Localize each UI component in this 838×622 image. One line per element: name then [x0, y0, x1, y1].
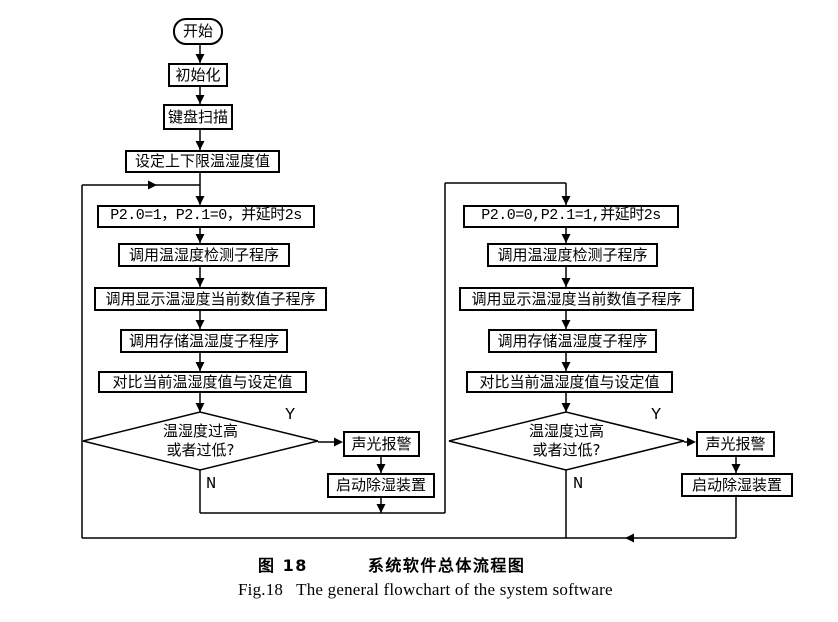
call-detect-left-node: 调用温湿度检测子程序 [118, 243, 290, 267]
decision-left-node: 温湿度过高 或者过低? [162, 422, 238, 459]
figure-caption-en: Fig.18 The general flowchart of the syst… [238, 580, 613, 600]
p2-config-left-node: P2.0=1，P2.1=0，并延时2s [97, 205, 315, 228]
call-store-right-node: 调用存储温湿度子程序 [488, 329, 657, 353]
dehumidifier-left-node: 启动除湿装置 [327, 473, 435, 498]
figure-number-zh: 图 18 [258, 556, 308, 575]
no-label-left: N [206, 475, 217, 494]
dehumidifier-right-node: 启动除湿装置 [681, 473, 793, 497]
decision-right-node: 温湿度过高 或者过低? [528, 422, 604, 459]
keyboard-scan-node: 键盘扫描 [163, 104, 233, 130]
call-detect-right-node: 调用温湿度检测子程序 [487, 243, 658, 267]
figure-title-zh: 系统软件总体流程图 [367, 556, 526, 575]
yes-label-left: Y [285, 406, 296, 425]
compare-left-node: 对比当前温湿度值与设定值 [98, 371, 307, 393]
figure-caption-zh: 图 18 系统软件总体流程图 [258, 552, 525, 576]
no-label-right: N [573, 475, 584, 494]
p2-config-right-node: P2.0=0,P2.1=1,并延时2s [463, 205, 679, 228]
alarm-left-node: 声光报警 [343, 431, 420, 457]
call-display-left-node: 调用显示温湿度当前数值子程序 [94, 287, 327, 311]
start-node: 开始 [173, 18, 223, 45]
set-limits-node: 设定上下限温湿度值 [125, 150, 280, 173]
alarm-right-node: 声光报警 [696, 431, 775, 457]
call-display-right-node: 调用显示温湿度当前数值子程序 [459, 287, 694, 311]
call-store-left-node: 调用存储温湿度子程序 [120, 329, 288, 353]
figure-number-en: Fig.18 [238, 580, 284, 599]
figure-title-en: The general flowchart of the system soft… [296, 580, 613, 599]
init-node: 初始化 [168, 63, 228, 87]
compare-right-node: 对比当前温湿度值与设定值 [466, 371, 673, 393]
yes-label-right: Y [651, 406, 662, 425]
